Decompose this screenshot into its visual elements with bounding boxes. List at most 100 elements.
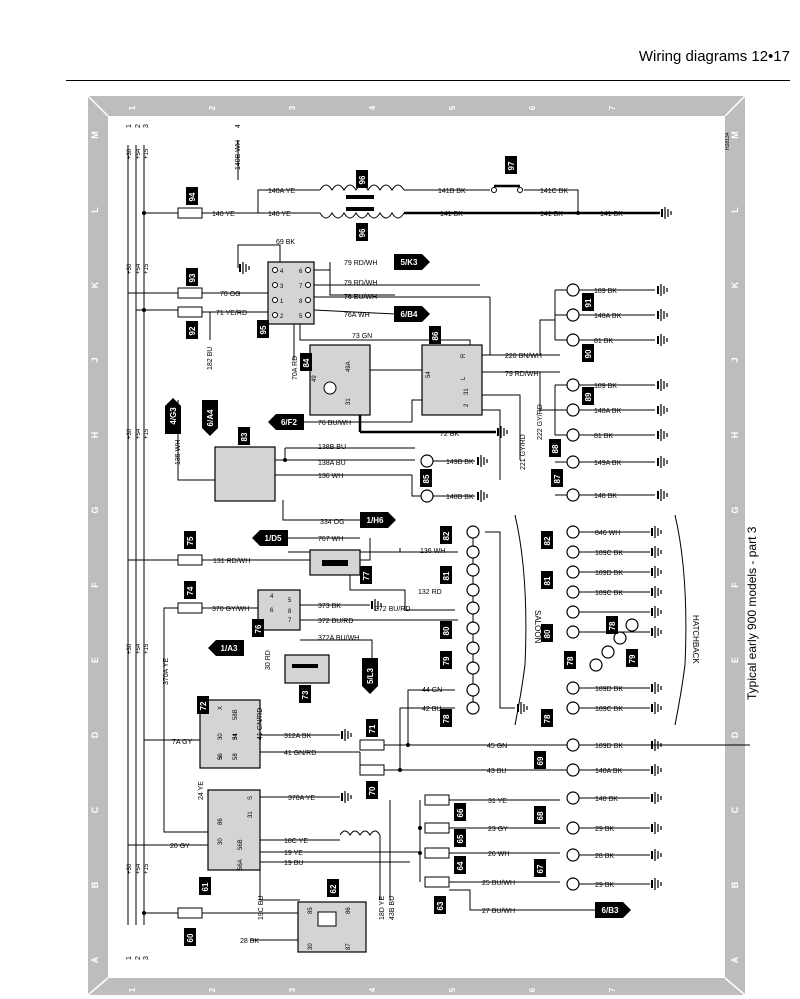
arrow-label: 6/B3 bbox=[602, 906, 619, 915]
component-number: 71 bbox=[368, 724, 377, 733]
label: 56 bbox=[218, 753, 224, 760]
component-number-tag bbox=[257, 320, 269, 338]
label: 18D YE bbox=[379, 896, 386, 920]
lamp-icon bbox=[625, 618, 639, 632]
row-label: C bbox=[730, 806, 740, 813]
wire bbox=[257, 189, 320, 213]
row-label: D bbox=[90, 731, 100, 738]
label: 49A bbox=[346, 361, 352, 372]
component-number: 78 bbox=[608, 621, 617, 630]
component-number-tag bbox=[238, 427, 250, 445]
component-number: 81 bbox=[543, 576, 552, 585]
component-number-tag bbox=[582, 293, 594, 311]
column-label: 6 bbox=[528, 105, 537, 110]
label: 31 bbox=[233, 733, 239, 740]
bus-supply-label: +30 bbox=[127, 428, 133, 439]
lamp-icon bbox=[566, 585, 580, 599]
component-number: 83 bbox=[240, 432, 249, 441]
signpost-arrow bbox=[360, 512, 396, 528]
row-label: B bbox=[90, 881, 100, 888]
ground-icon bbox=[477, 457, 479, 465]
label: 141B BK bbox=[438, 188, 466, 195]
pin-label: 6 bbox=[299, 269, 303, 275]
label: 140 YE bbox=[268, 211, 291, 218]
ground-icon bbox=[661, 209, 663, 217]
ground-icon bbox=[657, 381, 659, 389]
component-number-tag bbox=[434, 896, 446, 914]
row-label: A bbox=[90, 956, 100, 963]
label: 79 RD/WH bbox=[505, 371, 538, 378]
ground-icon bbox=[657, 286, 659, 294]
label: 41 GN/RD bbox=[284, 750, 316, 757]
ground-icon bbox=[651, 548, 653, 556]
arrow-label: 6/F2 bbox=[281, 418, 298, 427]
label: 86 bbox=[346, 907, 352, 914]
label: 138A BU bbox=[318, 460, 346, 467]
pin-label: 3 bbox=[280, 284, 284, 290]
bus-supply-label: +15 bbox=[144, 263, 150, 274]
connector-icon bbox=[177, 306, 203, 318]
component-number-tag bbox=[197, 696, 209, 714]
column-label: 4 bbox=[368, 987, 377, 992]
bus-supply-label: +15 bbox=[144, 148, 150, 159]
row-label: D bbox=[730, 731, 740, 738]
label: 135 WH bbox=[175, 440, 182, 465]
coil-icon bbox=[317, 911, 337, 927]
wire bbox=[282, 500, 360, 521]
component-number: 85 bbox=[422, 474, 431, 483]
component-number: 81 bbox=[442, 571, 451, 580]
label: 28 BK bbox=[240, 938, 259, 945]
bus-supply-label: +30 bbox=[127, 863, 133, 874]
label: 49 bbox=[312, 375, 318, 382]
lamp-icon bbox=[566, 525, 580, 539]
bulb-icon bbox=[322, 560, 348, 566]
row-label: E bbox=[90, 657, 100, 663]
component-number: 63 bbox=[436, 901, 445, 910]
wire bbox=[259, 870, 300, 901]
connector-icon bbox=[424, 822, 450, 834]
component-number: 82 bbox=[543, 536, 552, 545]
wire bbox=[163, 660, 208, 833]
wire bbox=[300, 639, 373, 660]
label: 189C BK bbox=[595, 550, 623, 557]
ground-icon bbox=[651, 851, 653, 859]
component-number-tag bbox=[299, 685, 311, 703]
ground-icon bbox=[651, 766, 653, 774]
label: 30 bbox=[218, 838, 224, 845]
ground-icon bbox=[657, 406, 659, 414]
column-label: 5 bbox=[448, 105, 457, 110]
ground-icon bbox=[651, 528, 653, 536]
relay-84 bbox=[309, 344, 371, 416]
label: 70 OG bbox=[220, 291, 241, 298]
lamp-icon bbox=[466, 701, 480, 715]
component-number-tag bbox=[184, 581, 196, 599]
label: 5 bbox=[288, 598, 292, 604]
component-number-tag bbox=[440, 621, 452, 639]
signpost-arrow bbox=[208, 640, 244, 656]
component-number: 91 bbox=[584, 298, 593, 307]
side-title: Typical early 900 models - part 3 bbox=[745, 526, 759, 700]
junction-dot bbox=[418, 851, 422, 855]
label: 148A BK bbox=[594, 408, 622, 415]
pin-icon bbox=[517, 187, 523, 193]
label: 19C BU bbox=[258, 895, 265, 920]
component-number-tag bbox=[366, 719, 378, 737]
component-number: 79 bbox=[442, 656, 451, 665]
label: 76 BU/WH bbox=[344, 294, 377, 301]
component-number-tag bbox=[541, 624, 553, 642]
component-number: 67 bbox=[536, 864, 545, 873]
label: 141 BK bbox=[440, 211, 463, 218]
label: 69 BK bbox=[276, 239, 295, 246]
label: 18C YE bbox=[284, 838, 308, 845]
wire bbox=[449, 889, 595, 911]
component-number-tag bbox=[440, 526, 452, 544]
label: 19 YE bbox=[284, 850, 303, 857]
component-number: 74 bbox=[186, 586, 195, 595]
bus-supply-label: +15 bbox=[144, 428, 150, 439]
label: 140B WH bbox=[235, 140, 242, 170]
column-label: 2 bbox=[208, 105, 217, 110]
row-label: G bbox=[730, 506, 740, 513]
relay-61 bbox=[207, 789, 261, 871]
signpost-arrow bbox=[394, 306, 430, 322]
label: 20 GY bbox=[170, 843, 190, 850]
